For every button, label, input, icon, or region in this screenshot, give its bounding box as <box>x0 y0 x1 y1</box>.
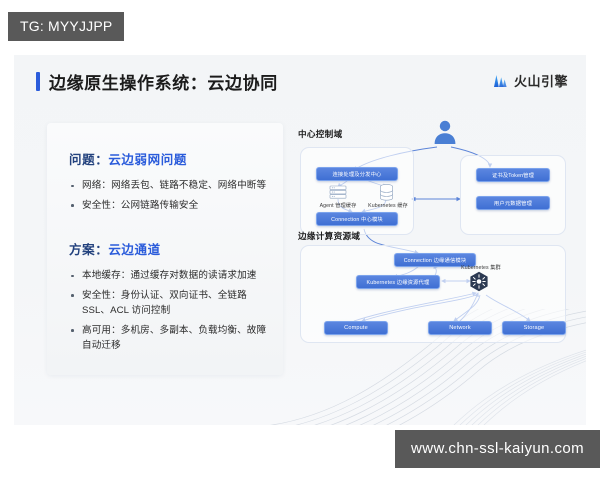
page-title: 边缘原生操作系统：云边协同 <box>36 69 278 94</box>
title-accent-bar <box>36 72 40 91</box>
caption-k8s-cluster: Kubernetes 集群 <box>461 265 501 271</box>
database-cylinder-icon <box>378 184 395 201</box>
section-solution-heading: 云边通道 <box>108 243 161 257</box>
section-problem-title: 问题：云边弱网问题 <box>69 149 273 168</box>
section-problem-bullets: 网络：网络丢包、链路不稳定、网络中断等 安全性：公网链路传输安全 <box>69 178 273 213</box>
section-problem-label: 问题： <box>69 153 109 167</box>
caption-agent-cache: Agent 管理缓存 <box>319 203 357 209</box>
tg-watermark-tag: TG: MYYJJPP <box>8 12 125 41</box>
node-resource-compute[interactable]: Compute <box>324 321 388 335</box>
kubernetes-helm-icon <box>468 271 490 293</box>
slide-canvas: 边缘原生操作系统：云边协同 火山引擎 问题：云边弱网问题 <box>14 55 586 425</box>
url-watermark-tag: www.chn-ssl-kaiyun.com <box>394 430 600 468</box>
list-item: 网络：网络丢包、链路不稳定、网络中断等 <box>69 178 273 194</box>
slide-header: 边缘原生操作系统：云边协同 火山引擎 <box>14 55 586 102</box>
server-rack-icon <box>327 185 349 200</box>
list-item: 本地缓存：通过缓存对数据的读请求加速 <box>69 268 273 284</box>
node-k8s-edge-resource-agent[interactable]: Kubernetes 边缘资源代理 <box>356 275 440 289</box>
node-connection-edge-module[interactable]: Connection 边缘通信模块 <box>394 253 476 267</box>
node-connection-central-module[interactable]: Connection 中心模块 <box>316 212 398 226</box>
central-domain-side-panel <box>460 155 566 235</box>
list-item: 高可用：多机房、多副本、负载均衡、故障自动迁移 <box>69 323 273 354</box>
brand-logo: 火山引擎 <box>491 71 568 90</box>
user-person-icon <box>433 119 457 145</box>
section-solution-bullets: 本地缓存：通过缓存对数据的读请求加速 安全性：身份认证、双向证书、全链路 SSL… <box>69 268 273 354</box>
section-problem: 问题：云边弱网问题 网络：网络丢包、链路不稳定、网络中断等 安全性：公网链路传输… <box>69 149 273 217</box>
node-dispatch-center[interactable]: 连接处理及分发中心 <box>316 167 398 181</box>
edge-domain-label: 边缘计算资源域 <box>298 231 361 241</box>
central-domain-label: 中心控制域 <box>298 129 343 139</box>
volcano-mountain-icon <box>493 75 507 87</box>
list-item: 安全性：身份认证、双向证书、全链路 SSL、ACL 访问控制 <box>69 288 273 319</box>
left-content-card: 问题：云边弱网问题 网络：网络丢包、链路不稳定、网络中断等 安全性：公网链路传输… <box>47 123 283 375</box>
section-solution-label: 方案： <box>69 243 109 257</box>
section-solution: 方案：云边通道 本地缓存：通过缓存对数据的读请求加速 安全性：身份认证、双向证书… <box>69 239 273 358</box>
section-solution-title: 方案：云边通道 <box>69 239 273 258</box>
node-resource-network[interactable]: Network <box>428 321 492 335</box>
architecture-diagram: 中心控制域 连接处理及分发中心 Agent 管理缓存 Kubernetes <box>294 117 574 417</box>
title-text: 边缘原生操作系统：云边协同 <box>49 74 278 93</box>
node-resource-storage[interactable]: Storage <box>502 321 566 335</box>
caption-k8s-cache: Kubernetes 缓存 <box>368 203 408 209</box>
list-item: 安全性：公网链路传输安全 <box>69 198 273 214</box>
node-user-metadata-management[interactable]: 用户元数据管理 <box>476 196 550 210</box>
section-problem-heading: 云边弱网问题 <box>108 153 187 167</box>
brand-name: 火山引擎 <box>513 74 568 89</box>
node-cert-token-management[interactable]: 证书及Token管理 <box>476 168 550 182</box>
